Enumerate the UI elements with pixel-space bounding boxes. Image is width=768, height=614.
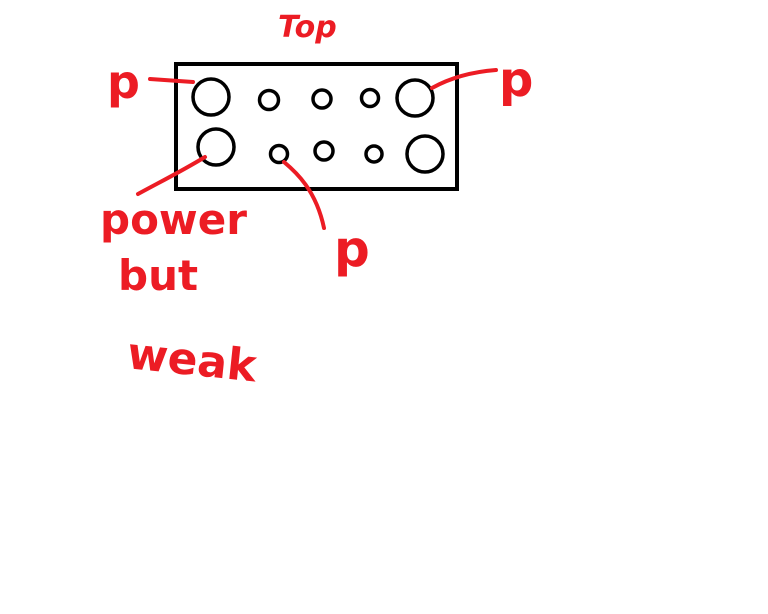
arrow-upper-left: [148, 77, 195, 84]
pin-top-5-large: [395, 78, 435, 118]
label-power: power: [100, 195, 247, 244]
pin-bottom-1-large: [196, 127, 236, 167]
pin-bottom-5-large: [405, 134, 445, 174]
pin-top-1-large: [191, 77, 231, 117]
arrow-power: [136, 155, 207, 196]
arrow-upper-right: [430, 68, 498, 90]
label-p-upper-right: p: [499, 52, 533, 108]
pin-top-4-small: [359, 87, 381, 109]
label-but: but: [118, 251, 198, 300]
pin-bottom-4-small: [364, 144, 384, 164]
pin-top-2-small: [257, 88, 281, 112]
label-top: Top: [278, 10, 337, 45]
label-weak: weak: [125, 328, 261, 392]
connector-outline: [174, 62, 459, 191]
pin-top-3-small: [311, 88, 333, 110]
pin-bottom-3-small: [313, 140, 335, 162]
label-p-upper-left: p: [107, 55, 140, 109]
pin-row-bottom: [196, 127, 445, 174]
pin-bottom-2-small: [268, 143, 290, 165]
arrow-bottom-middle: [282, 160, 326, 230]
label-p-bottom-middle: p: [334, 220, 370, 278]
pin-row-top: [191, 77, 435, 118]
